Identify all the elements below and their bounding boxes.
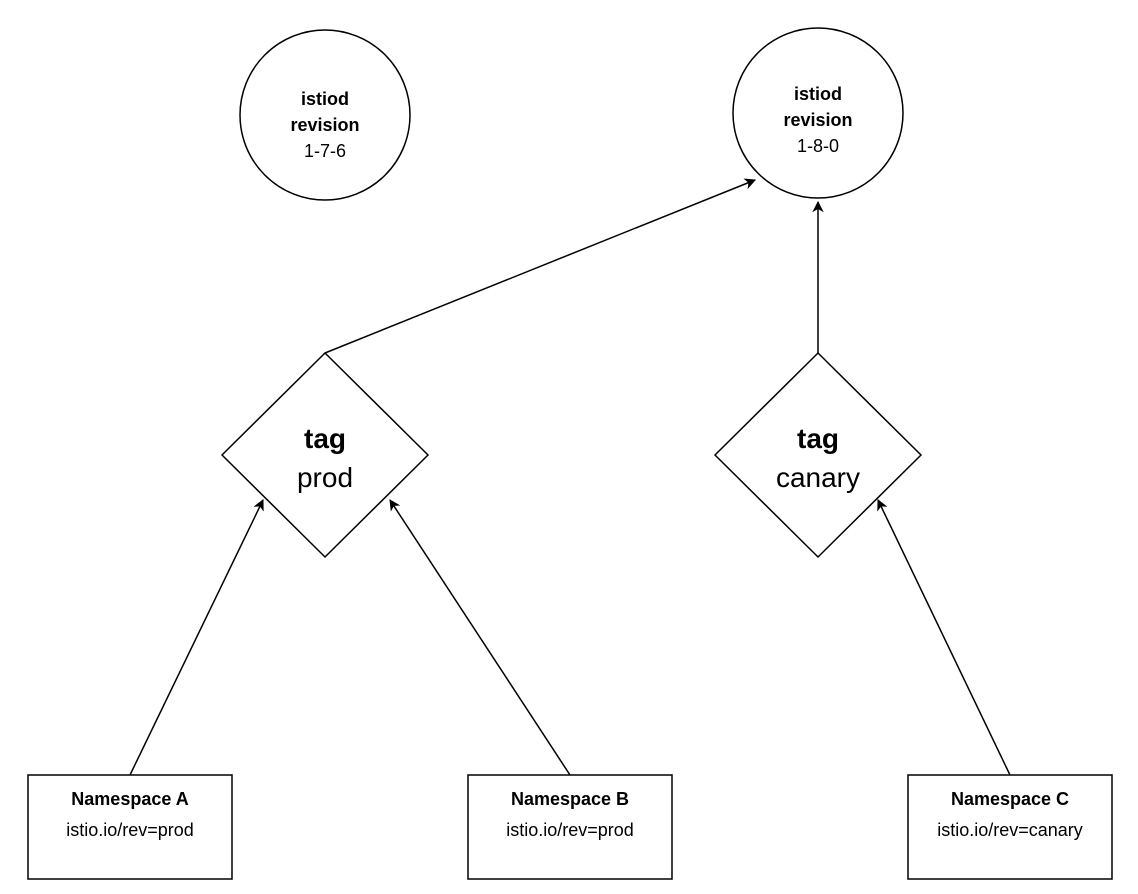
tag-prod-name: prod xyxy=(297,462,353,493)
istiod-1-7-6-title-line1: istiod xyxy=(301,89,349,109)
istiod-revision-1-7-6-circle xyxy=(239,29,411,201)
namespace-a-title: Namespace A xyxy=(71,789,188,809)
namespace-c-label: istio.io/rev=canary xyxy=(937,820,1083,840)
namespace-b-label: istio.io/rev=prod xyxy=(506,820,634,840)
tag-canary-node[interactable]: tag canary xyxy=(713,351,923,559)
namespace-a-node[interactable]: Namespace A istio.io/rev=prod xyxy=(27,774,233,880)
namespace-b-box xyxy=(467,774,673,880)
namespace-a-label: istio.io/rev=prod xyxy=(66,820,194,840)
istiod-revision-1-8-0-circle xyxy=(732,27,904,199)
istiod-revision-1-7-6-node[interactable]: istiod revision 1-7-6 xyxy=(239,29,411,201)
edge-namespace-a-to-tag-prod xyxy=(129,500,264,776)
namespace-b-title: Namespace B xyxy=(511,789,629,809)
istiod-1-7-6-version: 1-7-6 xyxy=(304,141,346,161)
tag-prod-diamond xyxy=(220,351,430,559)
namespace-b-node[interactable]: Namespace B istio.io/rev=prod xyxy=(467,774,673,880)
tag-canary-name: canary xyxy=(776,462,860,493)
istiod-1-8-0-title-line1: istiod xyxy=(794,84,842,104)
namespace-c-box xyxy=(907,774,1113,880)
namespace-a-box xyxy=(27,774,233,880)
namespace-c-node[interactable]: Namespace C istio.io/rev=canary xyxy=(907,774,1113,880)
edge-namespace-b-to-tag-prod xyxy=(389,500,571,776)
tag-canary-title: tag xyxy=(797,423,839,454)
istiod-1-8-0-title-line2: revision xyxy=(783,110,852,130)
tag-prod-title: tag xyxy=(304,423,346,454)
edge-tag-prod-to-istiod-1-8-0 xyxy=(324,180,755,354)
tag-canary-diamond xyxy=(713,351,923,559)
namespace-c-title: Namespace C xyxy=(951,789,1069,809)
tag-prod-node[interactable]: tag prod xyxy=(220,351,430,559)
istiod-1-7-6-title-line2: revision xyxy=(290,115,359,135)
istiod-revision-1-8-0-node[interactable]: istiod revision 1-8-0 xyxy=(732,27,904,199)
edge-namespace-c-to-tag-canary xyxy=(878,500,1011,776)
edges xyxy=(129,180,1011,776)
istiod-1-8-0-version: 1-8-0 xyxy=(797,136,839,156)
